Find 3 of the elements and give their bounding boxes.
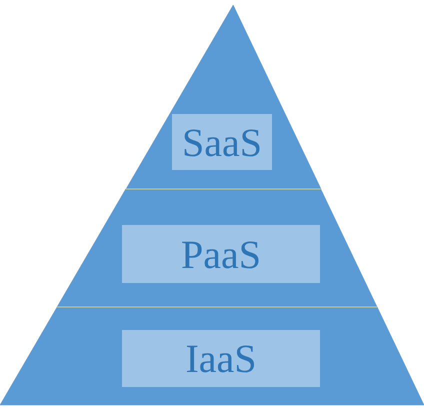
tier-label: SaaS: [172, 114, 272, 170]
tier-label: IaaS: [122, 330, 320, 387]
tier-label: PaaS: [122, 225, 320, 283]
